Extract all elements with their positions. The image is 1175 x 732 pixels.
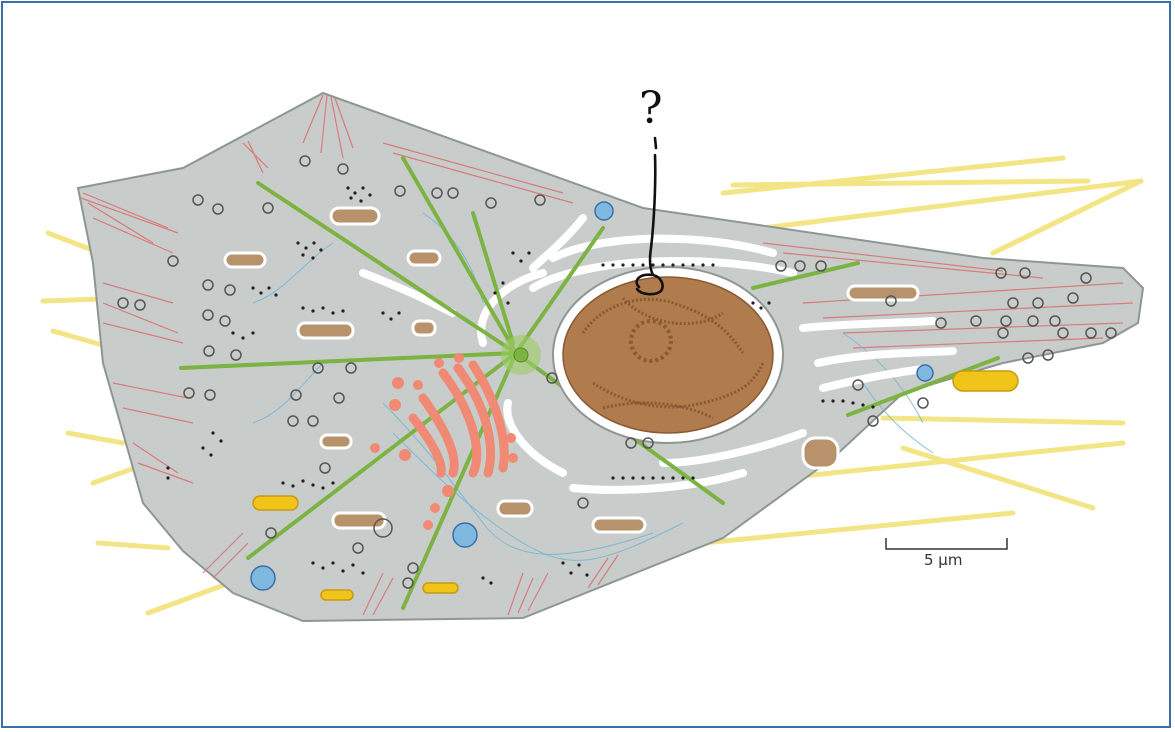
lipid-droplets — [252, 370, 1019, 601]
endoplasmic-reticulum — [359, 214, 957, 494]
chromatin — [581, 297, 765, 420]
nucleus — [562, 276, 774, 434]
golgi-vesicles — [370, 353, 518, 530]
vesicles — [117, 155, 1117, 589]
annotation-pointer-line — [635, 136, 664, 296]
mitochondria — [223, 206, 920, 534]
question-annotation: ? — [635, 83, 664, 296]
lysosomes — [250, 201, 934, 591]
annotation-mark: ? — [639, 83, 663, 134]
scale-bar: 5 µm — [885, 538, 1008, 569]
cell-diagram: ? 5 µm — [40, 83, 1145, 623]
scale-bar-label: 5 µm — [924, 551, 962, 569]
ribosomes — [166, 186, 875, 585]
actin-filaments — [80, 94, 1134, 616]
nucleolus — [629, 319, 673, 363]
centriole — [513, 347, 529, 363]
golgi-apparatus — [408, 360, 509, 478]
